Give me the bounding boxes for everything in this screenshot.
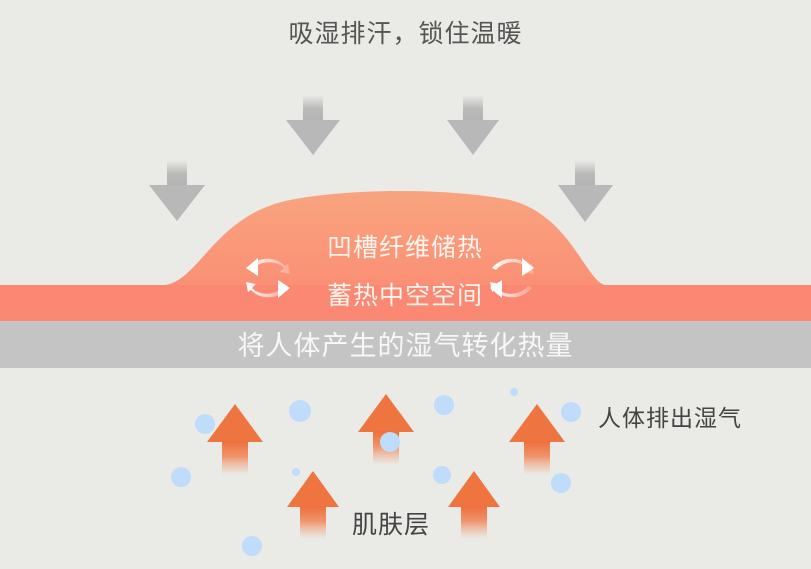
down-arrow-2 [286,95,340,155]
up-arrow-1 [207,404,263,475]
fabric-band [0,285,811,321]
fabric-label-groove: 凹槽纤维储热 [326,233,483,262]
down-arrow-1 [149,160,205,221]
down-arrow-3 [447,95,499,155]
cycle-arrows-icon-right [490,258,534,298]
moisture-bubble-overlap [380,432,400,452]
conversion-label: 将人体产生的湿气转化热量 [237,331,574,362]
fabric-label-hollow: 蓄热中空空间 [326,281,483,310]
page-title: 吸湿排汗，锁住温暖 [288,19,523,48]
conversion-band [0,321,811,368]
skin-layer-label: 肌肤层 [352,510,431,539]
moisture-out-label: 人体排出湿气 [598,406,742,432]
up-arrow-2 [358,394,414,465]
up-arrow-3 [509,404,565,475]
moisture-bubbles [171,388,581,556]
up-arrow-4 [287,471,339,539]
up-arrow-5 [448,471,500,539]
down-arrow-4 [558,160,613,222]
cycle-arrows-icon-left [246,258,290,298]
